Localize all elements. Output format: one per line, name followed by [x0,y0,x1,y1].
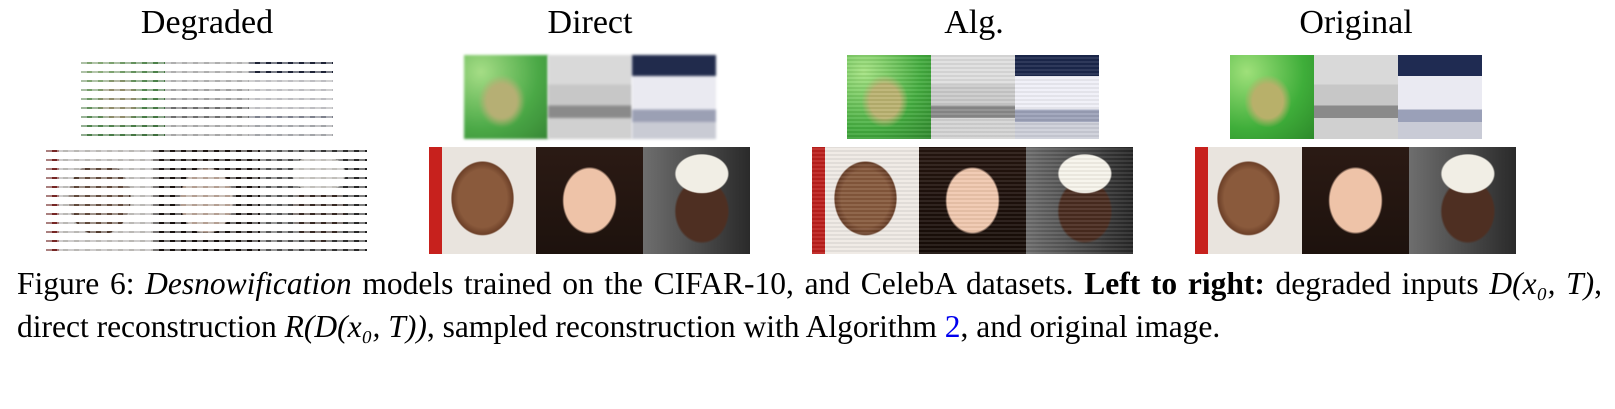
celeba-face-1-degraded-image [46,147,153,254]
caption-bold-lead: Left to right: [1084,266,1265,301]
caption-text-3: , direct reconstruction [17,266,1603,344]
celeba-face-2-original-image [1302,147,1409,254]
cifar-direct-group [464,55,716,139]
cifar-original-group [1230,55,1482,139]
math-direct: R(D(x₀, T)) [284,309,427,344]
model-name: Desnowification [145,266,352,301]
celeba-direct-group [429,147,750,254]
celeba-face-3-direct-image [643,147,750,254]
column-title-direct: Direct [547,4,633,41]
celeba-face-3-original-image [1409,147,1516,254]
celeba-degraded-group [46,147,367,254]
cifar-car-alg-image [1015,55,1099,139]
celeba-face-2-alg-image [919,147,1026,254]
celeba-original-group [1195,147,1516,254]
cifar-frog-alg-image [847,55,931,139]
celeba-face-1-direct-image [429,147,536,254]
cifar-car-original-image [1398,55,1482,139]
cifar-frog-original-image [1230,55,1314,139]
celeba-face-1-original-image [1195,147,1302,254]
cifar-truck-degraded-image [165,55,249,139]
celeba-face-2-degraded-image [153,147,260,254]
figure-caption: Figure 6: Desnowification models trained… [17,262,1602,348]
celeba-face-3-alg-image [1026,147,1133,254]
math-degraded: D(x₀, T) [1489,266,1595,301]
figure-label: Figure 6: [17,266,135,301]
caption-text-5: , and original image. [960,309,1221,344]
column-title-alg: Alg. [944,4,1004,41]
cifar-frog-degraded-image [81,55,165,139]
caption-text-2: degraded inputs [1275,266,1479,301]
cifar-frog-direct-image [464,55,548,139]
cifar-truck-original-image [1314,55,1398,139]
celeba-alg-group [812,147,1133,254]
celeba-face-2-direct-image [536,147,643,254]
column-title-degraded: Degraded [140,4,274,41]
celeba-face-3-degraded-image [260,147,367,254]
caption-text-4: , sampled reconstruction with Algorithm [426,309,937,344]
cifar-truck-direct-image [548,55,632,139]
algorithm-reference-link[interactable]: 2 [944,309,961,344]
caption-text-1: models trained on the CIFAR-10, and Cele… [362,266,1074,301]
column-title-original: Original [1299,4,1413,41]
cifar-degraded-group [81,55,333,139]
cifar-alg-group [847,55,1099,139]
cifar-car-direct-image [632,55,716,139]
celeba-face-1-alg-image [812,147,919,254]
cifar-truck-alg-image [931,55,1015,139]
cifar-car-degraded-image [249,55,333,139]
